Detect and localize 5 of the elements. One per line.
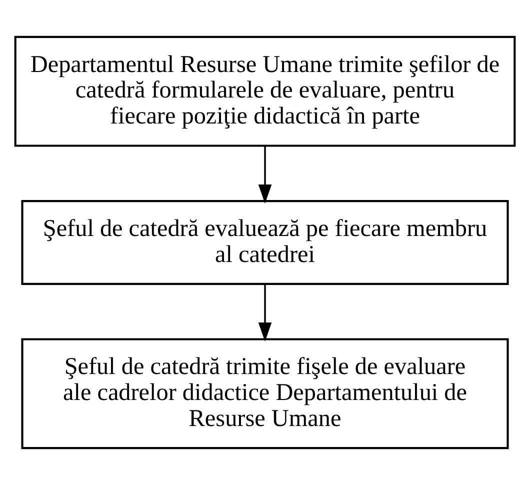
- node-box: Şeful de catedră trimite fişele de evaluare ale cadrelor didactice Departamentului de Resurse Umane: [21, 338, 509, 449]
- node-box: Departamentul Resurse Umane trimite şefilor de catedră formularele de evaluare, pentru fiecare poziţie didactică în parte: [14, 35, 516, 146]
- arrow: [258, 284, 272, 341]
- arrow: [258, 146, 272, 204]
- node-box: Şeful de catedră evaluează pe fiecare membru al catedrei: [21, 200, 509, 284]
